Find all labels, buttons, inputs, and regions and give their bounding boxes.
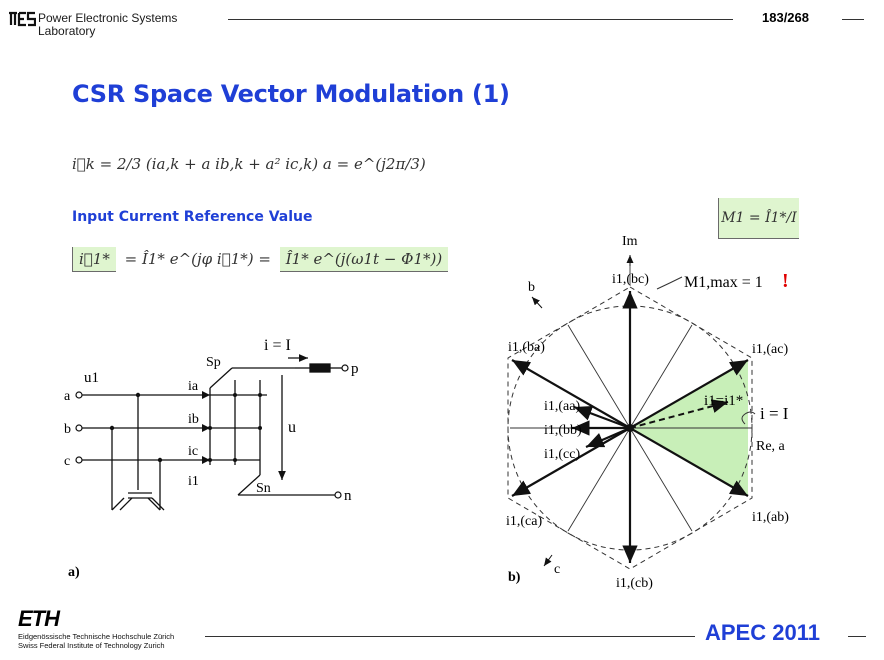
institution-line2: Swiss Federal Institute of Technology Zu… <box>18 641 165 650</box>
vector-cc-label: i1,(cc) <box>544 447 580 462</box>
vector-ba-label: i1,(ba) <box>508 340 545 355</box>
vector-aa-label: i1,(aa) <box>544 399 580 414</box>
u-label: u <box>288 419 296 436</box>
vector-ac-label: i1,(ac) <box>752 342 788 357</box>
hexagon <box>507 286 753 570</box>
lab-name-line2: Laboratory <box>38 24 96 38</box>
footer-dash <box>848 636 866 637</box>
space-vector-equation: i⃗k = 2/3 (ia,k + a ib,k + a² ic,k) a = … <box>72 155 426 173</box>
header-dash <box>842 19 864 20</box>
sn-label: Sn <box>256 481 271 496</box>
pes-logo <box>9 11 36 27</box>
mmax-label: M1,max = 1 <box>684 274 763 291</box>
modulation-index-equation: M1 = Î1*/I <box>721 210 797 226</box>
reference-equation: i⃗1* = Î1* e^(jφ i⃗1*) = Î1* e^(j(ω1t − … <box>72 247 449 272</box>
lab-name-line1: Power Electronic Systems <box>38 11 178 25</box>
vector-i-eq-I: i = I <box>760 404 789 423</box>
b-direction-label: b <box>528 280 535 295</box>
vector-ab-label: i1,(ab) <box>752 510 789 525</box>
reference-lhs: i⃗1* <box>72 247 116 272</box>
apec-logo: APEC 2011 <box>705 620 820 645</box>
header-rule <box>228 19 733 20</box>
vector-ca-label: i1,(ca) <box>506 514 542 529</box>
circuit-i-eq-I: i = I <box>264 337 291 354</box>
ia-label: ia <box>188 379 199 394</box>
institution-name: Eidgenössische Technische Hochschule Zür… <box>18 632 174 650</box>
institution-line1: Eidgenössische Technische Hochschule Zür… <box>18 632 175 641</box>
sp-label: Sp <box>206 355 221 370</box>
eth-logo: ETH <box>18 606 60 631</box>
reference-rhs: Î1* e^(j(ω1t − Φ1*)) <box>279 247 449 272</box>
vector-bb-label: i1,(bb) <box>544 423 582 438</box>
footer-rule <box>205 636 695 637</box>
node-n-label: n <box>344 488 352 504</box>
page-number: 183/268 <box>762 10 809 25</box>
reference-vector-label: i1=i1* <box>704 393 743 409</box>
i1-label: i1 <box>188 474 199 489</box>
circuit-caption: a) <box>68 565 80 580</box>
csr-circuit-diagram: a b c u1 ia ib ic i1 Sp Sn i = I p n u a… <box>64 337 359 580</box>
lab-name: Power Electronic Systems Laboratory <box>38 12 177 38</box>
space-vector-diagram: Im Re, a b c M1,max = 1 ! i = I i1=i1* i… <box>506 234 789 591</box>
node-p-label: p <box>351 361 359 377</box>
slide-title: CSR Space Vector Modulation (1) <box>72 80 510 108</box>
axis-re-label: Re, a <box>756 439 786 454</box>
section-heading: Input Current Reference Value <box>72 209 313 225</box>
exclamation-mark: ! <box>782 270 789 292</box>
node-a-label: a <box>64 389 71 404</box>
vector-cb-label: i1,(cb) <box>616 576 653 591</box>
c-direction-label: c <box>554 562 560 577</box>
ib-label: ib <box>188 412 199 427</box>
node-b-label: b <box>64 422 71 437</box>
ic-label: ic <box>188 444 198 459</box>
vector-bc-label: i1,(bc) <box>612 272 649 287</box>
axis-im-label: Im <box>622 234 638 249</box>
modulation-index-box: M1 = Î1*/I <box>718 198 799 239</box>
node-c-label: c <box>64 454 70 469</box>
reference-mid: = Î1* e^(jφ i⃗1*) = <box>124 250 271 268</box>
vector-diagram-caption: b) <box>508 570 521 585</box>
u1-label: u1 <box>84 370 99 386</box>
